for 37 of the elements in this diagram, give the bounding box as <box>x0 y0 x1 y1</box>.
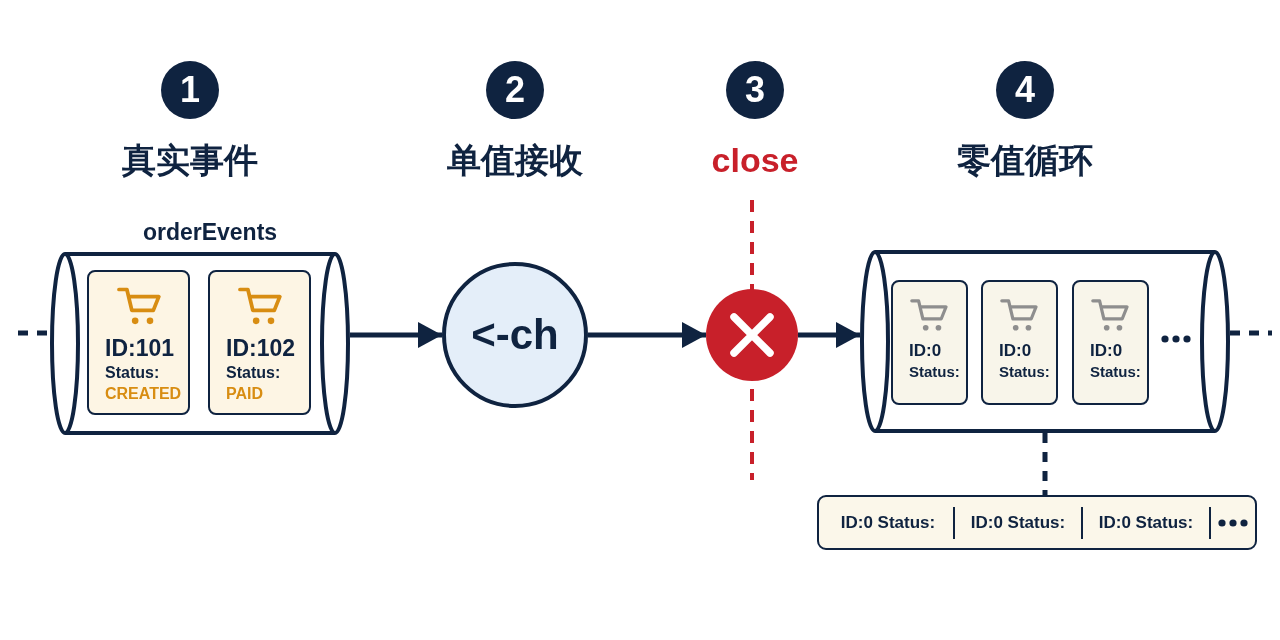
step-number-badge: 1 <box>161 61 219 119</box>
status-label: Status: <box>1090 362 1141 382</box>
id-text: ID:102 <box>226 334 296 362</box>
arrow <box>588 322 706 348</box>
dashed-line <box>1230 330 1272 336</box>
step-heading: 真实事件 <box>122 140 258 180</box>
record-text: ID:0 Status: <box>970 512 1066 532</box>
status-value: PAID <box>226 384 264 404</box>
step-heading: 零值循环 <box>957 140 1093 180</box>
status-label: Status: <box>909 362 960 382</box>
order-card <box>891 280 968 405</box>
step-number-badge: 2 <box>486 61 544 119</box>
step-number-badge: 4 <box>996 61 1054 119</box>
channel-name: orderEvents <box>142 218 278 246</box>
id-text: ID:0 <box>999 340 1032 362</box>
status-label: Status: <box>999 362 1050 382</box>
record-strip <box>817 495 1257 550</box>
record-text: ID:0 Status: <box>840 512 936 532</box>
id-text: ID:0 <box>909 340 942 362</box>
arrow <box>798 322 860 348</box>
order-card <box>1072 280 1149 405</box>
step-number-badge: 3 <box>726 61 784 119</box>
order-card <box>208 270 311 415</box>
status-label: Status: <box>226 363 281 383</box>
id-text: ID:101 <box>105 334 175 362</box>
dashed-line <box>1042 433 1048 495</box>
step-heading: 单值接收 <box>447 140 583 180</box>
receive-circle: <-ch <box>442 262 588 408</box>
arrow <box>350 322 442 348</box>
order-card <box>87 270 190 415</box>
record-text: ID:0 Status: <box>1098 512 1194 532</box>
status-label: Status: <box>105 363 160 383</box>
id-text: ID:0 <box>1090 340 1123 362</box>
order-card <box>981 280 1058 405</box>
step-heading: close <box>711 140 799 180</box>
dashed-line <box>18 330 50 336</box>
status-value: CREATED <box>105 384 182 404</box>
